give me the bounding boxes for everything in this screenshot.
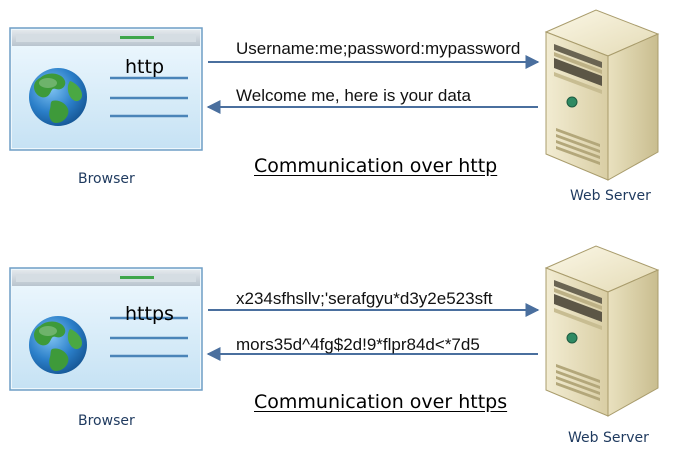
globe-icon (29, 68, 87, 126)
request-message: x234sfhsllv;'serafgyu*d3y2e523sft (236, 289, 493, 308)
server-caption: Web Server (568, 430, 649, 446)
panel-title: Communication over https (254, 391, 508, 413)
server-caption: Web Server (570, 188, 651, 204)
browser-caption: Browser (78, 171, 135, 187)
globe-icon (29, 316, 87, 374)
request-message: Username:me;password:mypassword (236, 39, 521, 58)
panel-title: Communication over http (254, 155, 498, 177)
protocol-label: https (125, 303, 174, 325)
protocol-label: http (125, 56, 165, 78)
server-tower-icon (545, 245, 659, 417)
response-message: mors35d^4fg$2d!9*flpr84d<*7d5 (236, 335, 480, 354)
server-tower-icon (545, 9, 659, 181)
browser-caption: Browser (78, 413, 135, 429)
response-message: Welcome me, here is your data (236, 86, 471, 105)
